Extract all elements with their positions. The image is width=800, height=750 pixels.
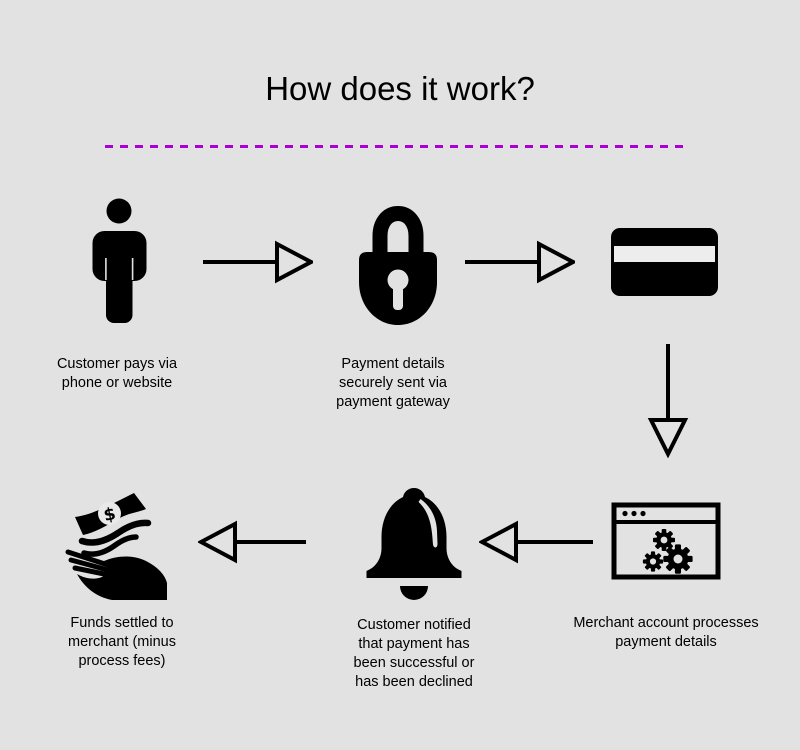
padlock-icon bbox=[357, 203, 439, 327]
page-title: How does it work? bbox=[265, 70, 535, 107]
caption-line: payment details bbox=[615, 634, 717, 650]
caption-customer-notified: Customer notified that payment has been … bbox=[324, 616, 504, 692]
caption-line: Customer pays via bbox=[56, 356, 178, 372]
arrow-left-icon bbox=[198, 520, 308, 564]
caption-line: phone or website bbox=[61, 375, 173, 391]
arrow-down-icon bbox=[646, 344, 690, 458]
caption-line: process fees) bbox=[78, 653, 166, 669]
arrow-left-icon bbox=[479, 520, 595, 564]
arrow-right-icon bbox=[463, 240, 575, 284]
gear-icon bbox=[663, 544, 693, 574]
credit-card-icon bbox=[611, 228, 718, 296]
caption-line: payment gateway bbox=[336, 394, 450, 410]
caption-line: has been declined bbox=[355, 674, 473, 690]
caption-payment-gateway: Payment details securely sent via paymen… bbox=[303, 355, 483, 412]
person-icon bbox=[91, 196, 147, 328]
caption-line: that payment has bbox=[358, 636, 470, 652]
caption-line: Funds settled to bbox=[70, 615, 174, 631]
gear-icon bbox=[642, 551, 664, 572]
caption-funds-settled: Funds settled to merchant (minus process… bbox=[32, 614, 212, 671]
browser-gears-icon bbox=[607, 498, 725, 584]
caption-line: Payment details bbox=[341, 356, 445, 372]
hand-money-icon: $ bbox=[62, 489, 174, 609]
caption-line: merchant (minus bbox=[68, 634, 176, 650]
caption-line: securely sent via bbox=[339, 375, 447, 391]
gear-icon bbox=[653, 529, 675, 551]
caption-merchant-processes: Merchant account processes payment detai… bbox=[546, 614, 786, 652]
dollar-sign: $ bbox=[102, 504, 118, 526]
caption-line: been successful or bbox=[353, 655, 475, 671]
caption-line: Customer notified bbox=[357, 617, 471, 633]
arrow-right-icon bbox=[201, 240, 313, 284]
caption-line: Merchant account processes bbox=[573, 615, 759, 631]
caption-customer-pays: Customer pays via phone or website bbox=[27, 355, 207, 393]
dashed-divider bbox=[105, 145, 683, 148]
bell-icon bbox=[362, 486, 466, 608]
